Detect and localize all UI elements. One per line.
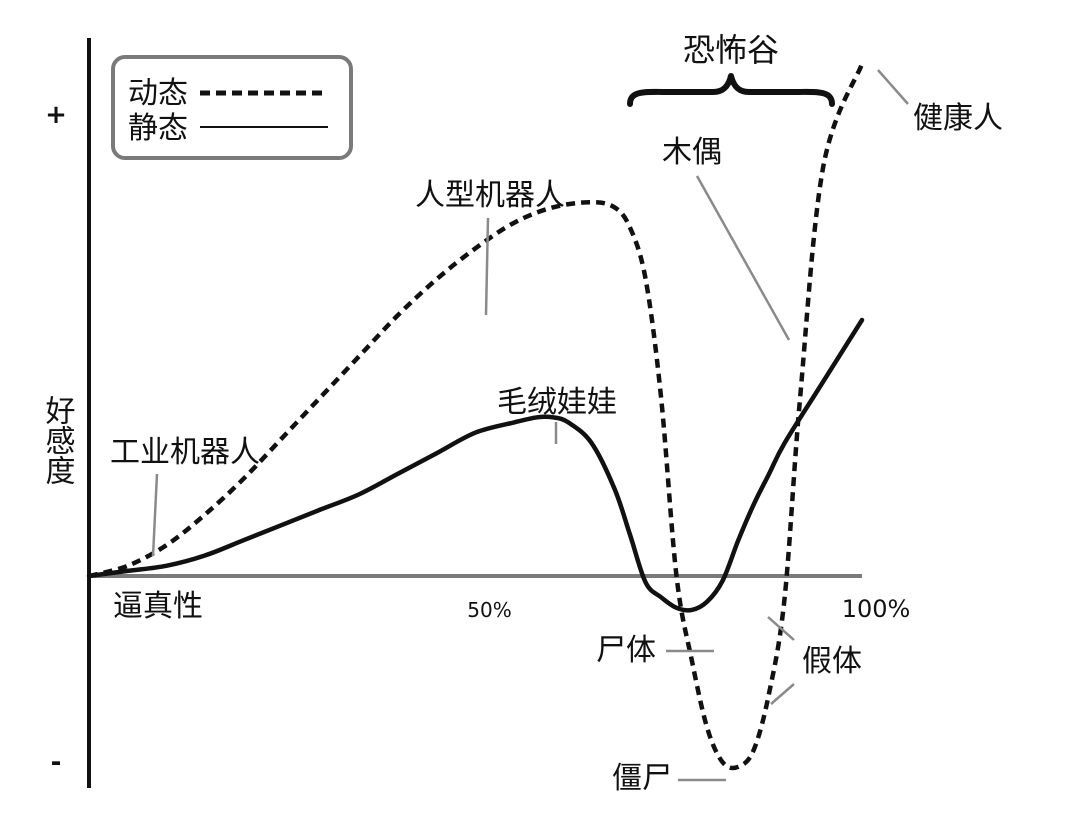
- series-layer: [86, 63, 865, 771]
- annotation-label: 毛绒娃娃: [497, 385, 617, 420]
- annotation-label: 工业机器人: [110, 435, 260, 470]
- legend: 动态 静态: [111, 55, 353, 160]
- annotation-label: 假体: [802, 644, 862, 679]
- y-tick-label: -: [51, 748, 62, 778]
- series-line-dynamic: [88, 63, 865, 771]
- x-tick-label: 50%: [467, 598, 511, 622]
- annotation-leader: [770, 683, 795, 705]
- legend-item-dynamic-label: 动态: [128, 76, 188, 111]
- annotation-label: 僵尸: [612, 761, 672, 796]
- bracket-shape: [627, 73, 835, 107]
- x-axis-label: 逼真性: [113, 589, 203, 624]
- annotation-leader: [695, 175, 791, 341]
- annotation-leader: [151, 473, 159, 557]
- uncanny-valley-bracket: 恐怖谷: [627, 31, 835, 107]
- x-tick-labels: 50% 100%: [467, 595, 910, 623]
- annotation-label: 木偶: [662, 135, 722, 170]
- annotation-leader: [484, 217, 490, 316]
- annotation-label: 健康人: [913, 101, 1003, 136]
- y-tick-label: +: [45, 100, 67, 130]
- x-tick-label: 100%: [842, 595, 911, 623]
- series-line-static: [86, 317, 865, 613]
- annotation-leader: [877, 69, 909, 105]
- y-axis-label: 好感度: [40, 395, 76, 485]
- annotation-label: 人型机器人: [415, 178, 565, 213]
- annotation-label: 尸体: [596, 633, 656, 668]
- y-tick-labels: +-: [45, 100, 67, 777]
- legend-item-static-label: 静态: [128, 111, 188, 146]
- legend-box: [111, 55, 353, 160]
- annotation-leader: [767, 616, 795, 641]
- bracket-label: 恐怖谷: [683, 31, 779, 69]
